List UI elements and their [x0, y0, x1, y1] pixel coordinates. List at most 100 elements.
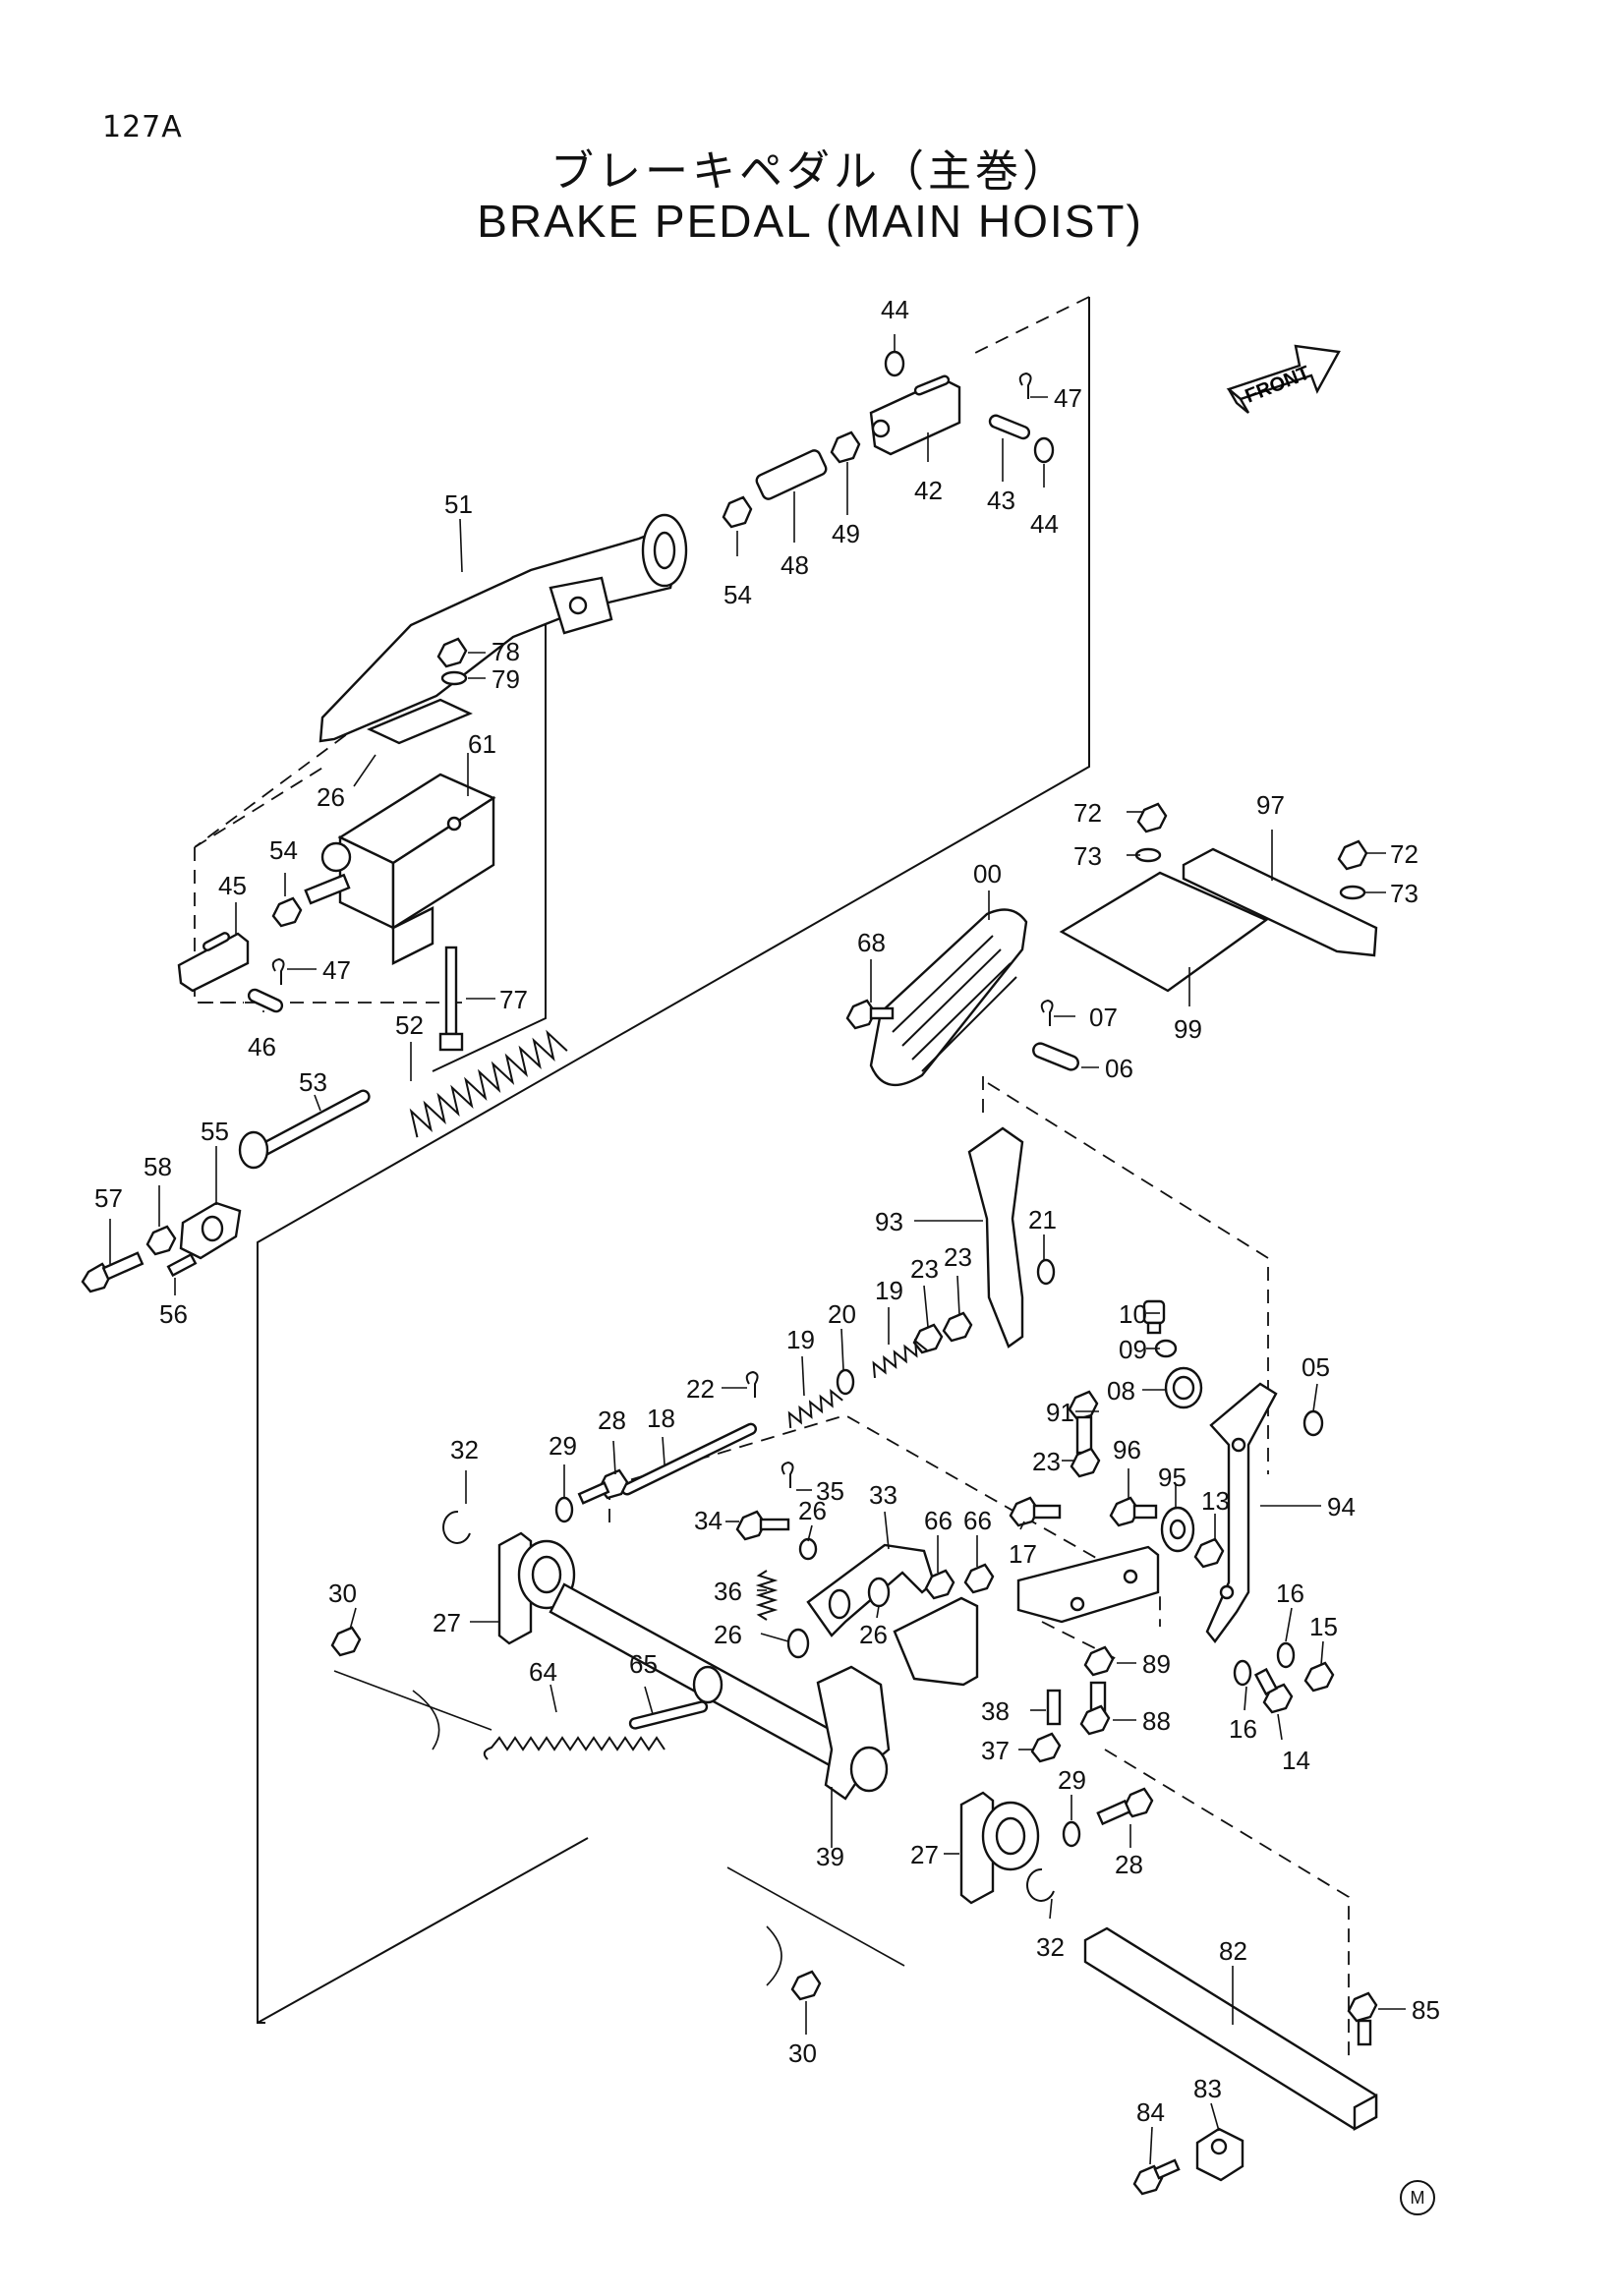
bolt-77: [438, 946, 464, 1052]
nut-23c: [1070, 1447, 1101, 1478]
washer-21: [1036, 1258, 1056, 1286]
callout-00: 00: [973, 859, 1002, 889]
nut-66b: [963, 1563, 995, 1594]
callout-53: 53: [299, 1067, 327, 1097]
nut-66a: [924, 1569, 955, 1600]
callout-23b: 23: [944, 1242, 972, 1272]
bolt-72a: [1136, 802, 1168, 833]
frame-outline-lower: [726, 1866, 905, 1986]
callout-19a: 19: [875, 1276, 903, 1305]
washer-44a: [884, 350, 905, 377]
callout-29a: 29: [549, 1431, 577, 1461]
callout-32b: 32: [1036, 1932, 1065, 1962]
callout-95: 95: [1158, 1463, 1186, 1492]
leader-lines: [109, 334, 1406, 2165]
clevis-pin-46: [247, 988, 284, 1013]
nut-30b: [790, 1970, 822, 2001]
bolt-84: [1132, 2158, 1181, 2196]
callout-47b: 47: [322, 955, 351, 985]
callout-72a: 72: [1073, 798, 1102, 828]
callout-29b: 29: [1058, 1765, 1086, 1795]
callout-26d: 26: [859, 1620, 888, 1649]
callout-38: 38: [981, 1696, 1010, 1726]
callout-37: 37: [981, 1736, 1010, 1765]
bearing-bracket-27b: [959, 1791, 1040, 1905]
callout-44b: 44: [1030, 509, 1059, 539]
callout-66a: 66: [924, 1506, 953, 1535]
callout-32a: 32: [450, 1435, 479, 1464]
support-bar-82: [1083, 1926, 1378, 2132]
callout-47a: 47: [1054, 383, 1082, 413]
washer-29b: [1062, 1820, 1081, 1848]
spring-64: [483, 1736, 665, 1760]
cotter-pin-35: [781, 1461, 794, 1488]
callout-16a: 16: [1276, 1578, 1304, 1608]
callout-23a: 23: [910, 1254, 939, 1284]
callout-73b: 73: [1390, 879, 1418, 908]
callout-99: 99: [1174, 1014, 1202, 1044]
nut-23b: [942, 1311, 973, 1343]
bolt-88: [1079, 1681, 1111, 1736]
rod-53: [238, 1089, 371, 1170]
cotter-pin-47b: [271, 957, 285, 985]
callout-10: 10: [1119, 1299, 1147, 1329]
callout-55: 55: [201, 1117, 229, 1146]
callout-89: 89: [1142, 1649, 1171, 1679]
callout-09: 09: [1119, 1335, 1147, 1364]
callout-43: 43: [987, 486, 1015, 515]
callout-77: 77: [499, 985, 528, 1014]
callout-61: 61: [468, 729, 496, 759]
nut-89: [1083, 1645, 1115, 1677]
callout-46: 46: [248, 1032, 276, 1062]
bolt-28b: [1096, 1787, 1154, 1826]
callout-54b: 54: [269, 835, 298, 865]
plate-97: [1182, 847, 1378, 957]
mounting-bracket: [1016, 1545, 1160, 1624]
lever-39: [816, 1665, 891, 1801]
nut-13: [1193, 1537, 1225, 1569]
bolt-85: [1347, 1991, 1378, 2046]
nut-78: [436, 637, 468, 668]
callout-20: 20: [828, 1299, 856, 1329]
callout-labels: 44 47 42 43 44 51 54 48 49 78 79 26 61 5…: [94, 295, 1440, 2127]
callout-56: 56: [159, 1299, 188, 1329]
bracket-55: [179, 1201, 242, 1260]
title-english: BRAKE PEDAL (MAIN HOIST): [477, 196, 1143, 247]
callout-52: 52: [395, 1010, 424, 1040]
footer-mark: M: [1400, 2180, 1435, 2215]
bolt-14: [1253, 1667, 1294, 1714]
callout-14: 14: [1282, 1746, 1310, 1775]
callout-28b: 28: [1115, 1850, 1143, 1879]
callout-15: 15: [1309, 1612, 1338, 1641]
callout-13: 13: [1201, 1486, 1230, 1516]
nut-15: [1303, 1661, 1335, 1693]
rod-18: [620, 1422, 758, 1496]
spring-19b: [787, 1388, 843, 1428]
callout-68: 68: [857, 928, 886, 957]
callout-94: 94: [1327, 1492, 1356, 1521]
screw-56: [166, 1252, 198, 1278]
callout-85: 85: [1412, 1995, 1440, 2025]
washer-79: [440, 670, 468, 686]
callout-45: 45: [218, 871, 247, 900]
bushing-05: [1302, 1409, 1324, 1437]
washer-16b: [1233, 1659, 1252, 1687]
rubber-cap-08: [1164, 1366, 1203, 1409]
spring-52: [409, 1029, 568, 1138]
callout-06: 06: [1105, 1054, 1133, 1083]
callout-26c: 26: [714, 1620, 742, 1649]
page-id: 127A: [102, 110, 183, 144]
nut-54b: [271, 896, 303, 928]
callout-21: 21: [1028, 1205, 1057, 1234]
bolt-57: [81, 1251, 145, 1293]
callout-65: 65: [629, 1649, 658, 1679]
bracket-45: [177, 932, 250, 993]
callout-22: 22: [686, 1374, 715, 1404]
block-83: [1195, 2127, 1244, 2182]
front-label: FRONT: [1243, 362, 1313, 407]
bushing-26b: [798, 1537, 818, 1561]
callout-64: 64: [529, 1657, 557, 1687]
callout-39: 39: [816, 1842, 844, 1871]
clevis-pin-43: [988, 414, 1031, 440]
